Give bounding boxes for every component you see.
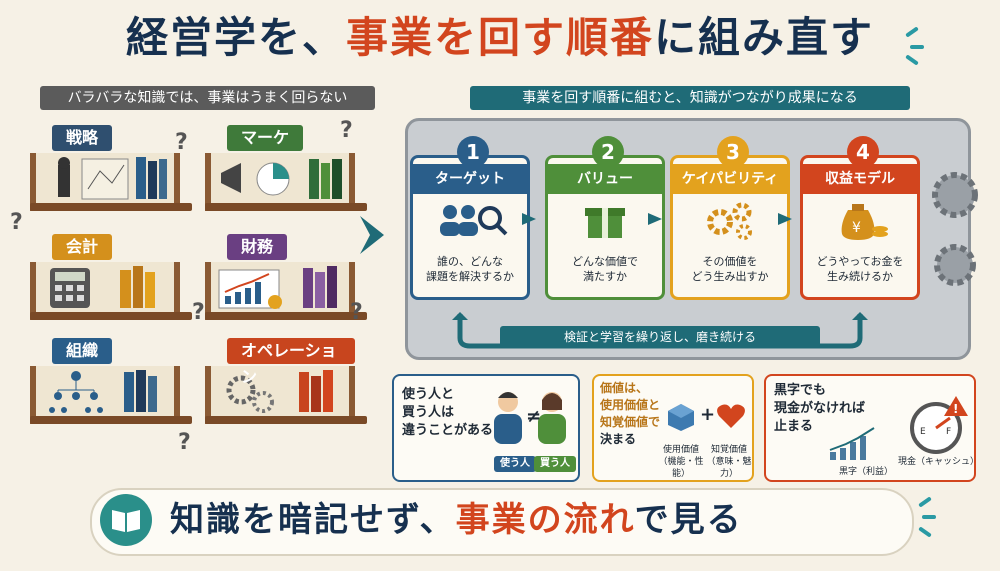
arrow-right-icon — [648, 213, 662, 225]
step-target: 1 ターゲット 誰の、どんな課題を解決するか — [410, 136, 530, 300]
step-number: 4 — [847, 136, 879, 168]
org-chart-icon — [49, 370, 157, 413]
gauge-f: F — [946, 427, 951, 437]
box-text: 使う人と買う人は違うことがある — [402, 387, 494, 438]
heart-icon — [717, 404, 745, 428]
spark-icon — [918, 496, 932, 508]
bottom-message: 知識を暗記せず、事業の流れで見る — [170, 494, 890, 546]
shelf-board — [205, 153, 367, 211]
step-number: 2 — [592, 136, 624, 168]
shelf-board — [205, 366, 367, 424]
shelf-strategy: 戦略 — [30, 125, 192, 215]
shelf-label: 組織 — [52, 338, 113, 364]
left-header: バラバラな知識では、事業はうまく回らない — [40, 86, 375, 110]
caption: 知覚価値（意味・魅力） — [706, 445, 752, 479]
box-text: 黒字でも現金がなければ止まる — [774, 383, 866, 434]
shelf-operations: オペレーション — [205, 338, 367, 428]
book-icon — [100, 494, 152, 546]
gauge-e: E — [920, 427, 926, 437]
question-icon: ? — [192, 300, 205, 325]
user-chip: 使う人 — [494, 456, 536, 472]
step-number: 1 — [457, 136, 489, 168]
step-desc: どうやってお金を生み続けるか — [816, 255, 904, 283]
not-equal-sign: ≠ — [526, 406, 542, 427]
shelf-label: オペレーション — [227, 338, 355, 386]
step-title: 収益モデル — [803, 164, 917, 194]
shelf-organization: 組織 — [30, 338, 192, 428]
cube-icon — [668, 404, 694, 431]
spark-icon — [918, 526, 932, 538]
svg-text:¥: ¥ — [852, 220, 861, 236]
caption: 現金（キャッシュ） — [898, 457, 980, 467]
shelf-accounting: 会計 — [30, 234, 192, 324]
profit-chart-icon — [829, 427, 875, 460]
shelf-finance: 財務 — [205, 234, 367, 324]
chess-plan-icon — [58, 157, 167, 200]
right-header: 事業を回す順番に組むと、知識がつながり成果になる — [470, 86, 910, 110]
arrow-right-icon — [360, 216, 384, 254]
buyer-chip: 買う人 — [534, 456, 576, 472]
plus-sign: + — [700, 404, 716, 425]
spark-icon — [922, 515, 936, 519]
shelf-board — [30, 262, 192, 320]
gift-icon — [548, 200, 662, 248]
calculator-icon — [50, 266, 155, 308]
title-part2: 事業を回す順番 — [345, 13, 654, 62]
shelf-board — [30, 153, 192, 211]
user-buyer-box: 使う人と買う人は違うことがある ≠ 使う人 買う人 — [392, 374, 580, 482]
shelf-board — [205, 262, 367, 320]
shelf-label: マーケ — [227, 125, 304, 151]
value-box: 価値は、使用価値と知覚価値で決まる + 使用価値（機能・性能） 知覚価値（意味・… — [592, 374, 754, 482]
step-revenue: 4 収益モデル ¥ どうやってお金を生み続けるか — [800, 136, 920, 300]
caption: 使用価値（機能・性能） — [658, 445, 704, 479]
people-search-icon — [413, 200, 527, 248]
step-number: 3 — [717, 136, 749, 168]
question-icon: ? — [340, 118, 353, 143]
arrow-right-icon — [778, 213, 792, 225]
cash-box: 黒字でも現金がなければ止まる E F ! 黒字（利益） 現金（キャッシュ） — [764, 374, 980, 482]
fuel-gauge-icon: E F ! — [910, 396, 968, 454]
caption: 黒字（利益） — [838, 467, 893, 477]
bottom-banner — [90, 488, 914, 556]
bottom-part2: 事業の流れ — [455, 500, 635, 540]
step-desc: どんな価値で満たすか — [572, 255, 638, 283]
gears-icon — [673, 200, 787, 248]
question-icon: ? — [175, 130, 188, 155]
step-desc: その価値をどう生み出すか — [691, 255, 769, 283]
page-title: 経営学を、事業を回す順番に組み直す — [0, 8, 1000, 68]
warning-icon: ! — [953, 402, 958, 416]
shelf-label: 戦略 — [52, 125, 113, 151]
step-desc: 誰の、どんな課題を解決するか — [426, 255, 514, 283]
gears-icon — [226, 370, 333, 413]
gears-icon — [932, 172, 978, 286]
megaphone-chart-icon — [221, 159, 342, 199]
growth-chart-icon — [218, 266, 337, 309]
people-icon — [494, 392, 566, 444]
arrow-right-icon — [522, 213, 536, 225]
bottom-part3: で見る — [634, 500, 743, 540]
step-title: バリュー — [548, 164, 662, 194]
step-capability: 3 ケイパビリティ その価値をどう生み出すか — [670, 136, 790, 300]
shelf-board — [30, 366, 192, 424]
box-text: 価値は、使用価値と知覚価値で決まる — [600, 381, 661, 446]
step-title: ケイパビリティ — [673, 164, 787, 194]
title-part1: 経営学を、 — [125, 13, 346, 62]
title-part3: に組み直す — [654, 13, 875, 62]
step-title: ターゲット — [413, 164, 527, 194]
shelf-label: 会計 — [52, 234, 113, 260]
loop-label: 検証と学習を繰り返し、磨き続ける — [500, 326, 820, 348]
shelf-label: 財務 — [227, 234, 288, 260]
question-icon: ? — [350, 300, 363, 325]
question-icon: ? — [10, 210, 23, 235]
spark-icon — [910, 45, 924, 49]
step-value: 2 バリュー どんな価値で満たすか — [545, 136, 665, 300]
question-icon: ? — [178, 430, 191, 455]
bottom-part1: 知識を暗記せず、 — [170, 500, 456, 540]
shelf-marketing: マーケ — [205, 125, 367, 215]
money-bag-icon: ¥ — [803, 200, 917, 248]
